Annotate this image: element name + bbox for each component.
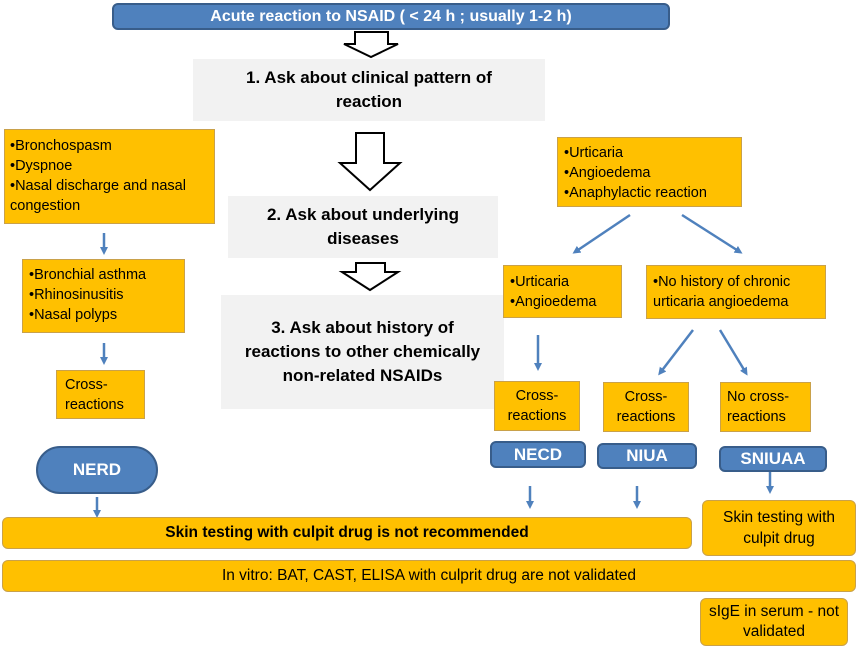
list-item: Rhinosinusitis	[29, 285, 178, 305]
skin-testing-text: Skin testing with culpit drug	[723, 509, 835, 547]
hollow-arrow-2	[337, 132, 403, 192]
necd-cross-box: Cross-reactions	[494, 381, 580, 431]
list-item: Urticaria	[510, 272, 615, 292]
list-item: No history of chronic urticaria angioede…	[653, 272, 819, 312]
step-2-box: 2. Ask about underlying diseases	[228, 196, 498, 258]
nerd-label: NERD	[36, 446, 158, 494]
step-3-text: 3. Ask about history of reactions to oth…	[244, 318, 481, 385]
skin-not-recommended-text: Skin testing with culpit drug is not rec…	[165, 524, 529, 541]
list-item: Nasal polyps	[29, 305, 178, 325]
necd-text: NECD	[513, 444, 563, 464]
right-branch-b-list: No history of chronic urticaria angioede…	[653, 272, 819, 312]
niua-label: NIUA	[597, 443, 697, 469]
nerd-text: NERD	[72, 460, 122, 479]
right-symptoms-list: Urticaria Angioedema Anaphylactic reacti…	[564, 143, 735, 203]
sniuaa-label: SNIUAA	[719, 446, 827, 472]
right-branch-a-box: Urticaria Angioedema	[503, 265, 622, 318]
left-cross-box: Cross-reactions	[56, 370, 145, 419]
right-branch-b-box: No history of chronic urticaria angioede…	[646, 265, 826, 319]
step-3-box: 3. Ask about history of reactions to oth…	[221, 295, 504, 409]
right-symptoms-box: Urticaria Angioedema Anaphylactic reacti…	[557, 137, 742, 207]
hollow-arrow-3	[338, 262, 402, 292]
arrow-niua-split-b	[718, 329, 748, 376]
niua-text: NIUA	[626, 446, 668, 465]
left-diseases-box: Bronchial asthma Rhinosinusitis Nasal po…	[22, 259, 185, 333]
sige-text: sIgE in serum - not validated	[708, 603, 840, 640]
sige-box: sIgE in serum - not validated	[700, 598, 848, 646]
right-branch-a-list: Urticaria Angioedema	[510, 272, 615, 312]
list-item: Bronchospasm	[10, 136, 209, 156]
left-diseases-list: Bronchial asthma Rhinosinusitis Nasal po…	[29, 265, 178, 325]
skin-not-recommended-box: Skin testing with culpit drug is not rec…	[2, 517, 692, 549]
hollow-arrow-1	[343, 31, 399, 59]
in-vitro-text: In vitro: BAT, CAST, ELISA with culprit …	[221, 567, 637, 584]
necd-cross-text: Cross-reactions	[507, 388, 567, 424]
arrow-right-split-a	[572, 213, 631, 254]
no-cross-box: No cross-reactions	[720, 382, 811, 432]
skin-testing-box: Skin testing with culpit drug	[702, 500, 856, 556]
step-1-text: 1. Ask about clinical pattern of reactio…	[246, 68, 492, 111]
left-cross-text: Cross-reactions	[65, 377, 124, 413]
in-vitro-box: In vitro: BAT, CAST, ELISA with culprit …	[2, 560, 856, 592]
list-item: Anaphylactic reaction	[564, 183, 735, 203]
left-symptoms-box: Bronchospasm Dyspnoe Nasal discharge and…	[4, 129, 215, 224]
step-2-text: 2. Ask about underlying diseases	[266, 205, 460, 248]
list-item: Angioedema	[564, 163, 735, 183]
arrow-niua-split-a	[658, 329, 694, 376]
niua-cross-box: Cross-reactions	[603, 382, 689, 432]
sniuaa-text: SNIUAA	[740, 449, 806, 468]
no-cross-text: No cross-reactions	[727, 389, 790, 425]
list-item: Bronchial asthma	[29, 265, 178, 285]
arrow-right-split-b	[681, 213, 743, 254]
necd-label: NECD	[490, 441, 586, 468]
step-1-box: 1. Ask about clinical pattern of reactio…	[193, 59, 545, 121]
list-item: Dyspnoe	[10, 156, 209, 176]
left-symptoms-list: Bronchospasm Dyspnoe Nasal discharge and…	[10, 136, 209, 216]
list-item: Nasal discharge and nasal congestion	[10, 176, 209, 216]
title-box: Acute reaction to NSAID ( < 24 h ; usual…	[112, 3, 670, 30]
niua-cross-text: Cross-reactions	[616, 389, 676, 425]
list-item: Urticaria	[564, 143, 735, 163]
list-item: Angioedema	[510, 292, 615, 312]
title-text: Acute reaction to NSAID ( < 24 h ; usual…	[210, 7, 572, 25]
